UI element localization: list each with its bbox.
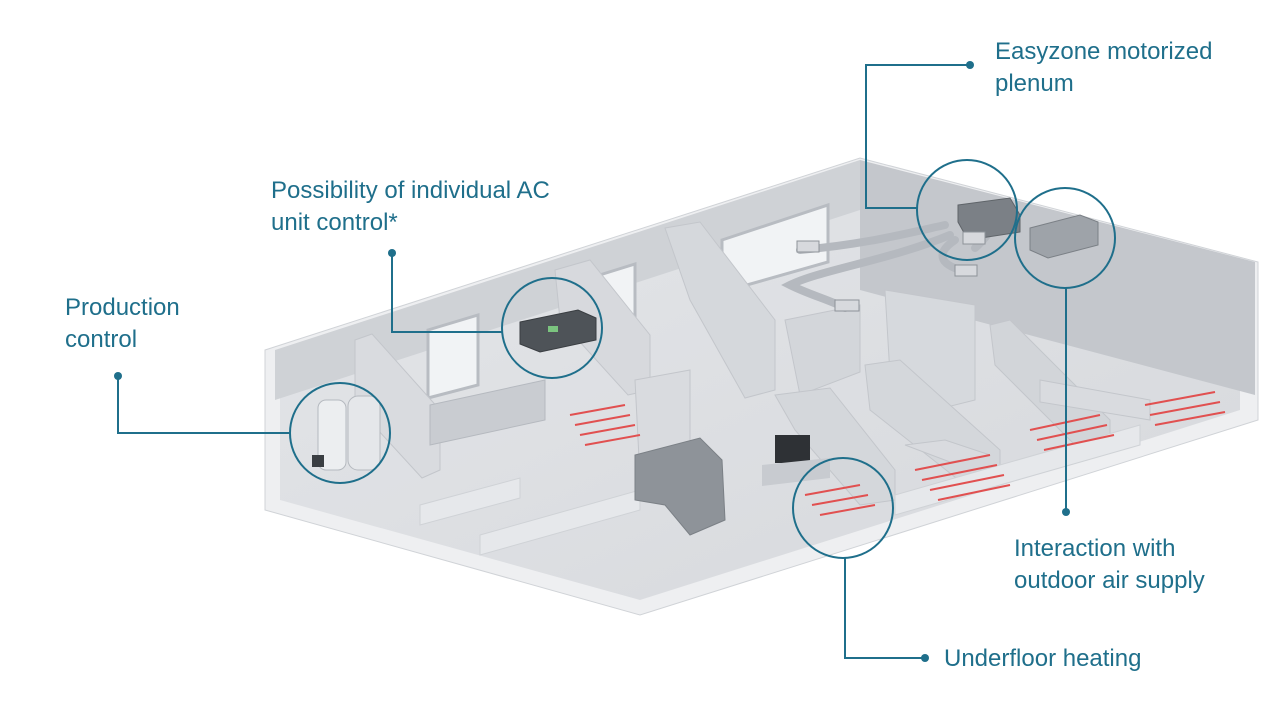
leader-dot-underfloor [921, 654, 929, 662]
callout-outdoor-air-line2: outdoor air supply [1014, 567, 1205, 594]
leader-line-production [117, 376, 290, 434]
leader-dot-production [114, 372, 122, 380]
leader-line-plenum [865, 64, 970, 209]
plenum-unit [957, 197, 1021, 241]
leader-dot-plenum [966, 61, 974, 69]
callout-production-line2: control [65, 326, 138, 353]
front-wall-segment-3 [894, 424, 1141, 516]
boiler-tank-1 [317, 399, 347, 471]
front-wall-segment-2 [479, 489, 641, 556]
callout-plenum-line2: plenum [995, 70, 1074, 97]
plenum-outlet-2 [954, 264, 978, 277]
callout-plenum: Easyzone motorized plenum [995, 36, 1212, 100]
leader-dot-outdoor-air [1062, 508, 1070, 516]
callout-outdoor-air-line1: Interaction with [1014, 535, 1176, 562]
interior-wall-3 [664, 221, 776, 399]
callout-production: Production control [65, 292, 180, 356]
highlight-circle-plenum [916, 159, 1018, 261]
tv [775, 435, 810, 463]
outdoor-air-unit [1029, 214, 1099, 259]
highlight-circle-ac-unit [501, 277, 603, 379]
sofa [634, 437, 726, 536]
kitchen-counter [429, 379, 546, 446]
callout-production-line1: Production [65, 294, 180, 321]
callout-underfloor-line1: Underfloor heating [944, 645, 1142, 672]
plenum-outlet-3 [834, 299, 860, 312]
leader-dots [114, 61, 1070, 662]
plenum-outlet-4 [796, 240, 820, 253]
boiler-panel [312, 455, 324, 467]
ac-unit-display [548, 326, 558, 332]
boiler-tank-2 [347, 395, 381, 471]
callout-ac-unit-line2: unit control* [271, 209, 398, 236]
front-wall-segment [419, 477, 521, 526]
window-left [426, 312, 480, 400]
highlight-circle-underfloor [792, 457, 894, 559]
callout-ac-unit-line1: Possibility of individual AC [271, 177, 550, 204]
callout-outdoor-air: Interaction with outdoor air supply [1014, 533, 1205, 597]
callout-ac-unit: Possibility of individual AC unit contro… [271, 175, 550, 239]
callout-underfloor: Underfloor heating [944, 643, 1141, 675]
bed-1 [1039, 379, 1151, 421]
leader-line-underfloor [844, 558, 925, 659]
leader-dot-ac-unit [388, 249, 396, 257]
leader-lines [117, 64, 1067, 659]
plenum-outlet-1 [962, 231, 986, 245]
tv-stand [762, 458, 830, 486]
leader-line-ac-unit [391, 253, 502, 333]
callout-plenum-line1: Easyzone motorized [995, 38, 1213, 65]
